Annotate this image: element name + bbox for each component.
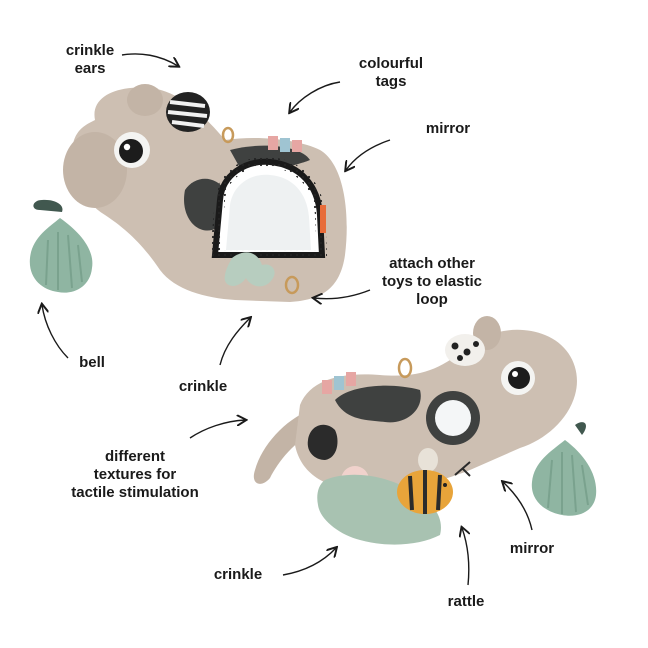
arrow-bell: [42, 305, 69, 359]
arrow-attach-loop: [314, 289, 371, 299]
top-striped-ear: [166, 92, 210, 132]
arrow-mirror-bottom: [503, 482, 533, 531]
top-eye: [114, 132, 150, 168]
bottom-pear-bell: [531, 422, 597, 516]
label-mirror-top: mirror: [425, 120, 471, 137]
bottom-dotted-ear: [445, 334, 485, 366]
top-cow-toy: [29, 84, 347, 302]
bottom-bee-rattle: [397, 448, 453, 514]
top-mirror: [209, 156, 328, 260]
label-crinkle-mid: crinkle: [178, 378, 228, 395]
label-textures: different textures for tactile stimulati…: [71, 448, 199, 501]
label-attach-loop: attach other toys to elastic loop: [381, 255, 483, 308]
arrow-mirror-top: [346, 139, 391, 170]
label-rattle: rattle: [447, 593, 485, 610]
label-bell: bell: [79, 354, 105, 371]
label-colourful-tags: colourful tags: [358, 55, 424, 90]
bottom-cow-toy: [253, 316, 597, 545]
label-crinkle-ears: crinkle ears: [65, 42, 115, 77]
top-colourful-tags: [268, 136, 326, 233]
bottom-round-mirror: [426, 391, 480, 445]
arrow-textures: [189, 420, 245, 439]
bottom-eye: [501, 361, 535, 395]
callout-arrows: [42, 53, 533, 586]
arrow-rattle: [462, 528, 469, 586]
arrow-crinkle-mid: [219, 318, 250, 366]
label-mirror-bottom: mirror: [509, 540, 555, 557]
bottom-colourful-tags: [322, 372, 356, 394]
arrow-crinkle-bottom: [282, 548, 336, 576]
arrow-colourful-tags: [290, 81, 341, 112]
top-pear-bell: [29, 199, 93, 293]
arrow-crinkle-ears: [121, 53, 178, 66]
label-crinkle-bottom: crinkle: [213, 566, 263, 583]
